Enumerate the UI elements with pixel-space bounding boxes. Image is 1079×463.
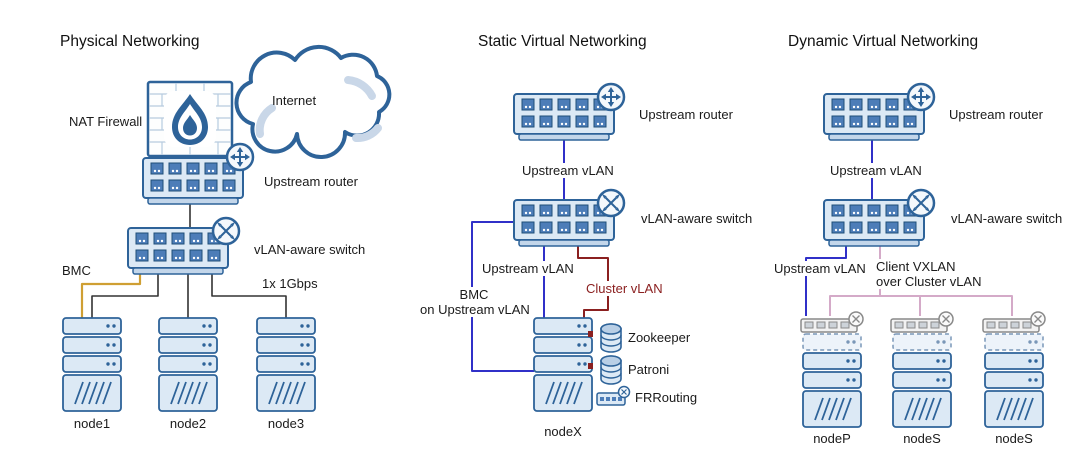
server-nodes2: [985, 334, 1043, 427]
upstream-vlan-top-label-dynamic: Upstream vLAN: [828, 163, 922, 178]
bmc-upstream-vlan-label: BMC on Upstream vLAN: [418, 287, 530, 317]
frrouting-switch-icon: [596, 385, 631, 406]
nat-firewall-label: NAT Firewall: [69, 114, 143, 129]
server-nodep: [803, 334, 861, 427]
nodex-label: nodeX: [544, 424, 582, 439]
client-vxlan-line2: over Cluster vLAN: [876, 274, 982, 289]
nodes2-label: nodeS: [995, 431, 1033, 446]
bmc-upstream-vlan-line2: on Upstream vLAN: [420, 302, 530, 317]
vlan-switch-label-static: vLAN-aware switch: [641, 211, 753, 226]
nodep-label: nodeP: [813, 431, 851, 446]
bmc-upstream-vlan-line1: BMC: [459, 287, 489, 302]
section-title-static: Static Virtual Networking: [478, 33, 647, 50]
zookeeper-label: Zookeeper: [628, 330, 691, 345]
virtual-switch-nodes2: [982, 311, 1046, 333]
router-icon: [225, 142, 255, 172]
link-speed-label: 1x 1Gbps: [262, 276, 318, 291]
client-vxlan-label: Client VXLAN over Cluster vLAN: [874, 259, 984, 289]
switch-icon-static: [596, 188, 626, 218]
node3-label: node3: [267, 416, 305, 431]
internet-label: Internet: [272, 93, 317, 108]
section-title-dynamic: Dynamic Virtual Networking: [788, 33, 979, 50]
nodes1-label: nodeS: [903, 431, 941, 446]
upstream-router-switch: [143, 158, 243, 204]
server-node2: [159, 318, 217, 411]
virtual-switch-nodep: [800, 311, 864, 333]
node1-label: node1: [73, 416, 111, 431]
patroni-label: Patroni: [628, 362, 670, 377]
cluster-vlan-label: Cluster vLAN: [584, 281, 665, 296]
virtual-switch-nodes1: [890, 311, 954, 333]
section-title-physical: Physical Networking: [60, 33, 200, 50]
server-node1: [63, 318, 121, 411]
upstream-router-label: Upstream router: [264, 174, 358, 189]
client-vxlan-line1: Client VXLAN: [876, 259, 956, 274]
frrouting-label: FRRouting: [635, 390, 698, 405]
upstream-router-label-dynamic: Upstream router: [949, 107, 1043, 122]
zookeeper-database-icon: [600, 323, 622, 353]
vlan-switch-label: vLAN-aware switch: [254, 242, 366, 257]
patroni-database-icon: [600, 355, 622, 385]
switch-icon-dynamic: [906, 188, 936, 218]
vlan-switch-label-dynamic: vLAN-aware switch: [951, 211, 1063, 226]
server-node3: [257, 318, 315, 411]
switch-to-nodes-links: [91, 274, 287, 318]
nat-firewall: [146, 80, 234, 158]
upstream-router-label-static: Upstream router: [639, 107, 733, 122]
upstream-vlan-top-label-static: Upstream vLAN: [520, 163, 614, 178]
router-icon-static: [596, 82, 626, 112]
zookeeper-port-marker: [588, 331, 593, 337]
server-nodex: [534, 318, 592, 411]
server-nodes1: [893, 334, 951, 427]
upstream-vlan-label-static: Upstream vLAN: [480, 261, 574, 276]
patroni-port-marker: [588, 363, 593, 369]
upstream-vlan-label-dynamic: Upstream vLAN: [772, 261, 866, 276]
bmc-link: [80, 274, 142, 318]
switch-icon: [211, 216, 241, 246]
bmc-label: BMC: [62, 263, 91, 278]
node2-label: node2: [169, 416, 207, 431]
router-icon-dynamic: [906, 82, 936, 112]
